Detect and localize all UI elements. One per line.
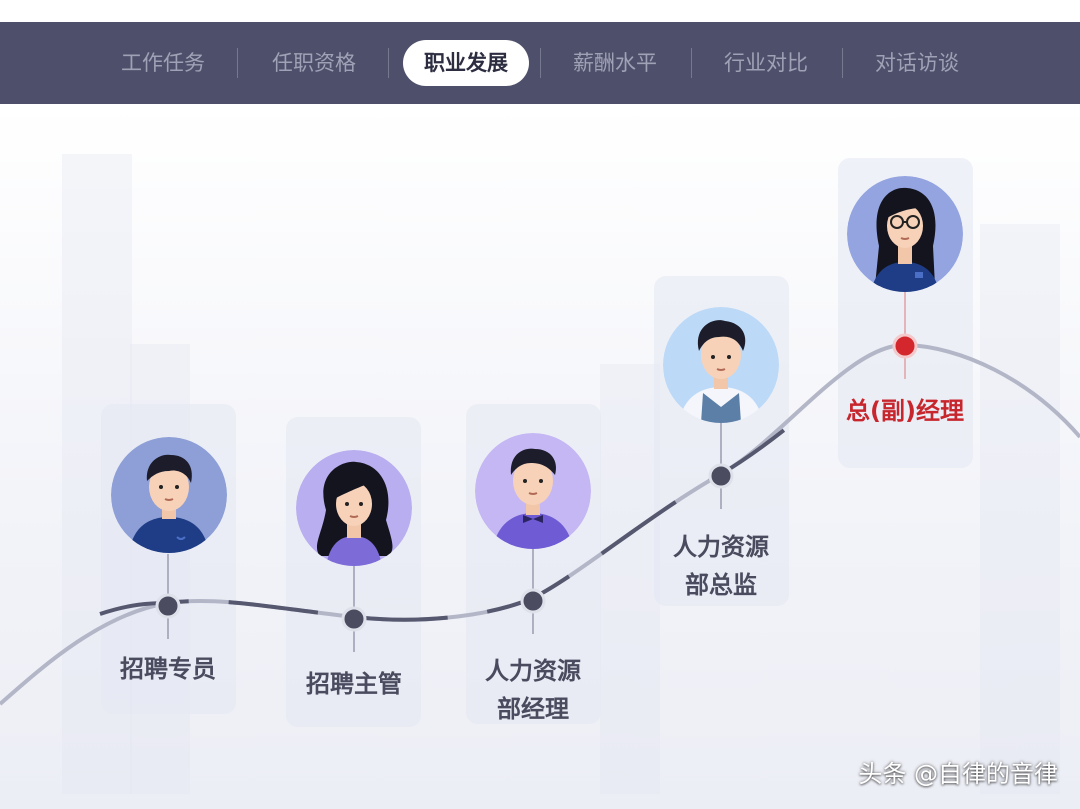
ghost-column [980,224,1060,794]
career-label-recruiter: 招聘专员 [88,650,248,688]
watermark: 头条 @自律的音律 [858,760,1058,788]
avatar-woman-glasses-icon [847,176,963,292]
career-node[interactable] [155,593,181,619]
top-strip [0,0,1080,22]
career-node[interactable] [341,606,367,632]
tab-separator [691,48,692,78]
tab-salary-level[interactable]: 薪酬水平 [573,51,657,75]
career-label-line1: 招聘主管 [306,670,402,698]
tab-industry-comparison[interactable]: 行业对比 [724,51,808,75]
tab-qualifications[interactable]: 任职资格 [272,51,356,75]
tab-career-development[interactable]: 职业发展 [403,40,529,86]
tab-work-tasks[interactable]: 工作任务 [121,51,205,75]
avatar-man-bowtie-icon [475,433,591,549]
career-label-line2: 部经理 [497,695,569,723]
avatar-man-vest-icon [663,307,779,423]
career-node-highlight[interactable] [892,333,918,359]
career-node[interactable] [708,463,734,489]
tab-bar: 工作任务 任职资格 职业发展 薪酬水平 行业对比 对话访谈 [0,22,1080,104]
avatar-man-icon [111,437,227,553]
career-label-line2: 部总监 [685,571,757,599]
tab-separator [237,48,238,78]
career-label-hr-manager: 人力资源 部经理 [453,652,613,728]
career-label-general-manager: 总(副)经理 [825,392,985,430]
tab-separator [842,48,843,78]
career-label-hr-director: 人力资源 部总监 [641,528,801,604]
tab-separator [388,48,389,78]
career-node[interactable] [520,588,546,614]
career-label-recruit-supervisor: 招聘主管 [274,665,434,703]
career-label-line1: 人力资源 [673,533,769,561]
career-label-line1: 总(副)经理 [846,397,964,425]
tab-interviews[interactable]: 对话访谈 [875,51,959,75]
avatar-woman-icon [296,450,412,566]
career-label-line1: 人力资源 [485,657,581,685]
ghost-column [600,364,660,794]
career-label-line1: 招聘专员 [120,655,216,683]
tab-separator [540,48,541,78]
career-curve [0,292,1080,706]
career-path-stage: 招聘专员 招聘主管 人力资源 部经理 人力资源 部总监 总(副)经理 头条 @自… [0,104,1080,809]
